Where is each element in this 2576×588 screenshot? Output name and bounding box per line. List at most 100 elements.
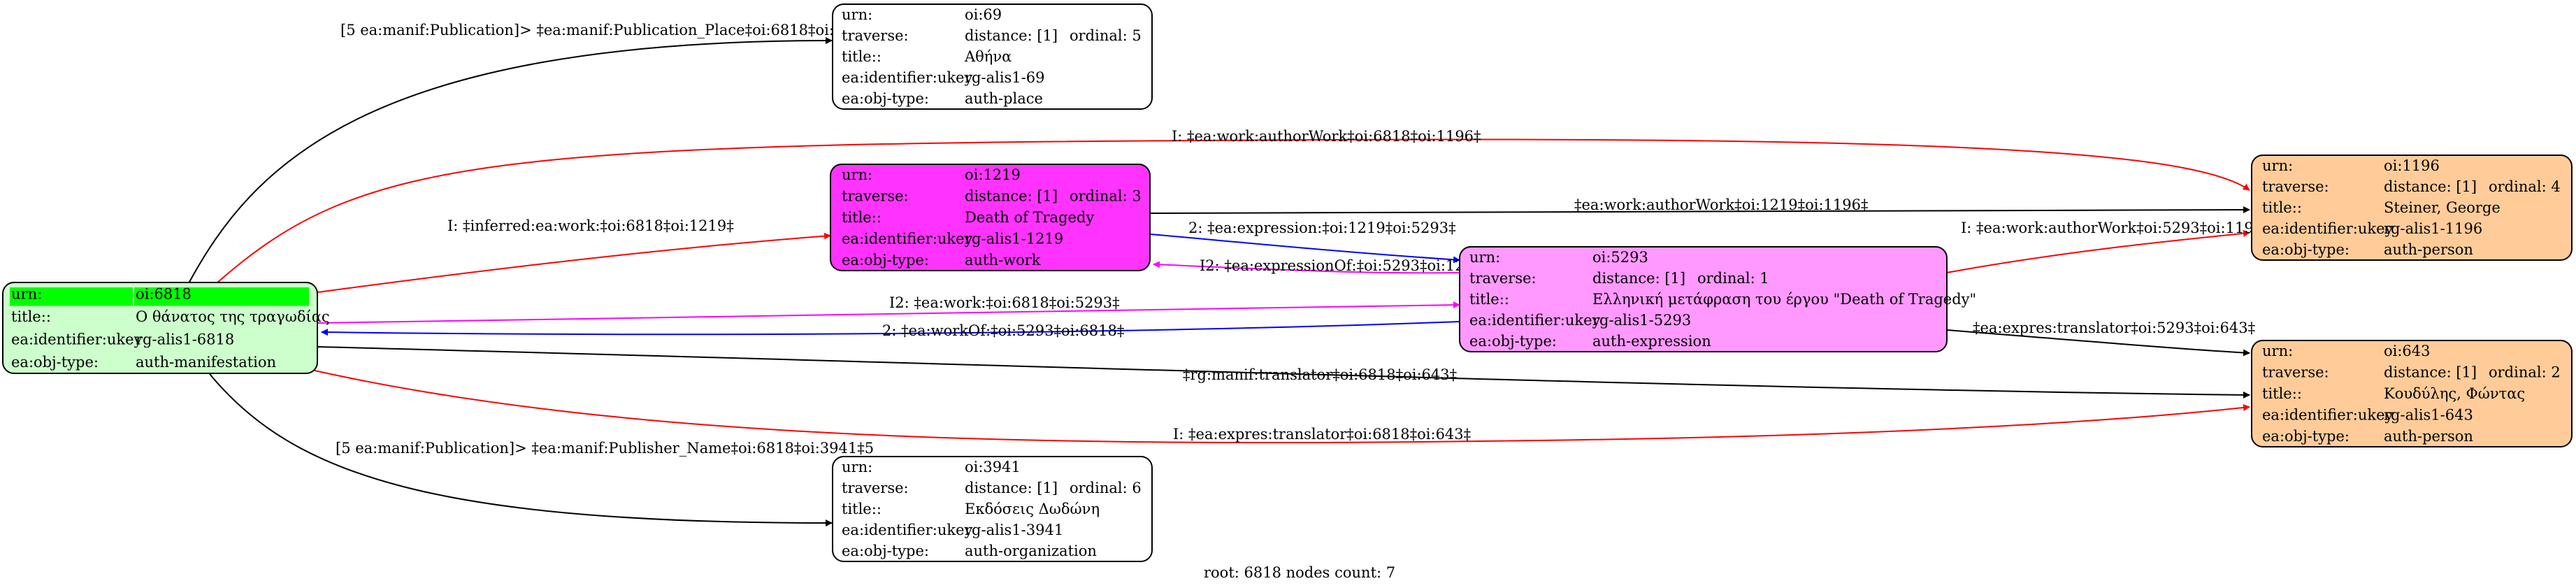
node-field-key: title:: [2262, 385, 2302, 402]
node-oi1219[interactable]: urn: oi:1219 traverse: distance: [1] ordinal… [830, 164, 1151, 271]
edge-label-author-work-5293: I: ‡ea:work:authorWork‡oi:5293‡oi:1196‡ [1961, 220, 2271, 236]
node-field-value: auth-person [2384, 428, 2473, 445]
node-field-value: Αθήνα [964, 48, 1012, 65]
node-field-value: distance: [1] [2384, 178, 2477, 195]
node-field-key: ea:obj-type: [842, 543, 929, 559]
node-field-value: auth-person [2384, 241, 2473, 258]
node-field-key: ea:identifier:ukey [1469, 312, 1601, 329]
footer-summary: root: 6818 nodes count: 7 [1204, 564, 1395, 581]
edge-label-work-of: 2: ‡ea:workOf:‡oi:5293‡oi:6818‡ [882, 322, 1124, 339]
node-field-ordinal: ordinal: 3 [1070, 188, 1142, 205]
edge-publisher-name: [5 ea:manif:Publication]> ‡ea:manif:Publ… [209, 373, 874, 526]
node-field-key: urn: [842, 6, 872, 23]
node-field-key: title:: [842, 209, 882, 226]
node-oi643[interactable]: urn: oi:643 traverse: distance: [1] ordinal:… [2251, 340, 2573, 447]
node-field-key: title:: [11, 308, 51, 325]
node-field-value: rg-alis1-6818 [136, 331, 234, 347]
node-field-value: oi:5293 [1592, 249, 1648, 266]
node-oi5293[interactable]: urn: oi:5293 traverse: distance: [1] ordinal… [1459, 246, 1976, 352]
node-field-value: oi:3941 [965, 459, 1021, 475]
node-field-key: ea:obj-type: [842, 252, 929, 268]
node-field-key: ea:obj-type: [1469, 333, 1557, 350]
node-field-key: urn: [11, 285, 42, 302]
edge-label-manif-translator: ‡rg:manif:translator‡oi:6818‡oi:643‡ [1183, 366, 1457, 383]
edge-label-expres-translator-red: I: ‡ea:expres:translator‡oi:6818‡oi:643‡ [1173, 426, 1471, 443]
node-field-key: traverse: [842, 188, 909, 205]
node-field-key: traverse: [1469, 270, 1537, 287]
node-field-value: auth-organization [965, 543, 1097, 559]
node-field-key: title:: [842, 48, 882, 65]
node-field-value: auth-manifestation [136, 354, 276, 371]
node-field-key: traverse: [2262, 364, 2329, 381]
edge-label-expression: 2: ‡ea:expression:‡oi:1219‡oi:5293‡ [1188, 220, 1456, 236]
node-field-key: traverse: [2262, 178, 2329, 195]
node-box [832, 456, 1153, 562]
node-field-value: auth-place [965, 90, 1043, 107]
node-field-key: ea:obj-type: [842, 90, 929, 107]
edge-label-publisher-name: [5 ea:manif:Publication]> ‡ea:manif:Publ… [336, 440, 874, 457]
node-field-value: Steiner, George [2384, 199, 2501, 216]
node-field-value: rg-alis1-1196 [2384, 220, 2482, 237]
node-oi1196[interactable]: urn: oi:1196 traverse: distance: [1] ordinal… [2251, 155, 2573, 261]
node-field-value: rg-alis1-643 [2384, 406, 2473, 423]
node-field-value: oi:1219 [965, 166, 1021, 183]
node-field-value: oi:643 [2384, 343, 2431, 359]
node-field-key: urn: [2262, 343, 2293, 359]
node-box [2251, 340, 2573, 447]
node-field-key: ea:obj-type: [2262, 428, 2350, 445]
node-field-key: urn: [1469, 249, 1500, 266]
edge-label-author-work-red: I: ‡ea:work:authorWork‡oi:6818‡oi:1196‡ [1172, 128, 1481, 145]
edge-inferred-work: I: ‡inferred:ea:work:‡oi:6818‡oi:1219‡ [317, 217, 831, 293]
node-field-key: ea:identifier:ukey [11, 331, 143, 347]
edge-author-work-black: ‡ea:work:authorWork‡oi:1219‡oi:1196‡ [1149, 196, 2250, 214]
node-field-ordinal: ordinal: 6 [1070, 480, 1142, 496]
urn-highlight [134, 287, 309, 306]
node-field-key: urn: [2262, 157, 2293, 174]
node-field-key: ea:obj-type: [11, 354, 99, 371]
edge-label-inferred-work: I: ‡inferred:ea:work:‡oi:6818‡oi:1219‡ [447, 217, 734, 234]
node-field-ordinal: ordinal: 1 [1697, 270, 1769, 287]
node-field-key: traverse: [842, 480, 909, 496]
node-field-value: rg-alis1-5293 [1592, 312, 1691, 329]
node-field-value: oi:1196 [2384, 157, 2440, 174]
node-field-value: rg-alis1-3941 [965, 522, 1063, 538]
node-box [832, 3, 1153, 110]
edge-publication-place: [5 ea:manif:Publication]> ‡ea:manif:Publ… [188, 22, 870, 284]
node-field-key: traverse: [842, 27, 909, 44]
edge-work-i2: I2: ‡ea:work:‡oi:6818‡oi:5293‡ [317, 294, 1460, 324]
node-field-value: oi:6818 [136, 285, 192, 302]
node-field-key: urn: [842, 459, 872, 475]
node-field-value: distance: [1] [2384, 364, 2477, 381]
edge-label-expres-translator: ‡ea:expres:translator‡oi:5293‡oi:643‡ [1973, 320, 2255, 336]
node-field-value: auth-work [965, 252, 1041, 268]
edge-author-work-5293: I: ‡ea:work:authorWork‡oi:5293‡oi:1196‡ [1946, 220, 2271, 273]
node-box [2251, 155, 2573, 261]
node-box [830, 164, 1151, 271]
edge-manif-translator: ‡rg:manif:translator‡oi:6818‡oi:643‡ [317, 346, 2250, 399]
node-field-value: Εκδόσεις Δωδώνη [965, 501, 1100, 517]
node-field-key: title:: [2262, 199, 2302, 216]
edge-label-expression-of: I2: ‡ea:expressionOf:‡oi:5293‡oi:1219‡ [1200, 257, 1490, 274]
edge-expres-translator: ‡ea:expres:translator‡oi:5293‡oi:643‡ [1946, 320, 2255, 357]
node-field-key: ea:identifier:ukey [2262, 406, 2394, 423]
node-field-value: distance: [1] [965, 27, 1058, 44]
node-field-key: ea:obj-type: [2262, 241, 2350, 258]
node-field-key: urn: [842, 166, 872, 183]
node-field-value: auth-expression [1592, 333, 1711, 350]
node-field-value: Death of Tragedy [965, 209, 1094, 226]
node-field-value: distance: [1] [965, 188, 1058, 205]
node-field-value: Ο θάνατος της τραγωδίας [136, 308, 330, 325]
node-field-key: ea:identifier:ukey [2262, 220, 2394, 237]
node-field-value: rg-alis1-1219 [965, 230, 1063, 247]
edge-expression: 2: ‡ea:expression:‡oi:1219‡oi:5293‡ [1149, 220, 1460, 264]
edge-label-work-i2: I2: ‡ea:work:‡oi:6818‡oi:5293‡ [889, 294, 1120, 311]
urn-highlight [10, 287, 133, 306]
node-field-value: Κουδύλης, Φώντας [2384, 385, 2525, 402]
node-field-ordinal: ordinal: 4 [2489, 178, 2561, 195]
node-field-value: distance: [1] [1592, 270, 1685, 287]
edge-author-work-red: I: ‡ea:work:authorWork‡oi:6818‡oi:1196‡ [216, 128, 2250, 284]
node-field-ordinal: ordinal: 2 [2489, 364, 2561, 381]
